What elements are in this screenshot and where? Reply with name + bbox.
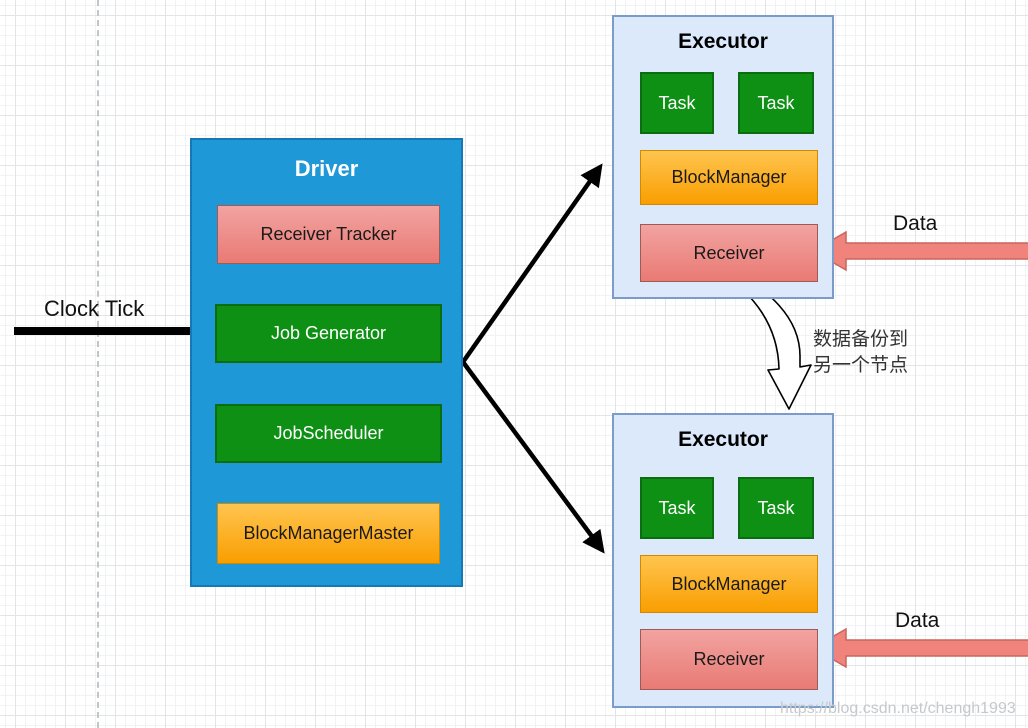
- watermark-url: https://blog.csdn.net/chengh1993: [780, 700, 1016, 717]
- task-label: Task: [658, 497, 696, 518]
- task-label: Task: [757, 497, 795, 518]
- executor-top-box: Executor Task Task BlockManager Receiver: [612, 15, 834, 299]
- job-generator-label: Job Generator: [270, 323, 387, 343]
- executor-top-block-manager-box: BlockManager: [640, 150, 818, 205]
- receiver-tracker-label: Receiver Tracker: [260, 224, 397, 244]
- executor-top-task2-box: Task: [738, 72, 814, 134]
- job-generator-box: Job Generator: [215, 304, 442, 363]
- task-label: Task: [757, 92, 795, 113]
- clock-tick-arrow: [14, 317, 215, 345]
- data-label-bottom: Data: [895, 609, 940, 632]
- backup-annotation-line2: 另一个节点: [813, 354, 909, 376]
- job-scheduler-label: JobScheduler: [273, 423, 384, 443]
- task-label: Task: [658, 92, 696, 113]
- executor-top-receiver-box: Receiver: [640, 224, 818, 282]
- data-label-top: Data: [893, 212, 938, 235]
- clock-tick-label: Clock Tick: [44, 296, 145, 321]
- executor-bottom-task2-box: Task: [738, 477, 814, 539]
- executor-top-task1-box: Task: [640, 72, 714, 134]
- data-arrow-bottom: [811, 627, 1028, 669]
- backup-annotation: 数据备份到 另一个节点: [813, 327, 908, 378]
- backup-annotation-line1: 数据备份到: [813, 329, 909, 350]
- block-manager-label: BlockManager: [671, 167, 787, 187]
- driver-box: Driver Receiver Tracker Job Generator Jo…: [190, 138, 463, 587]
- executor-bottom-block-manager-box: BlockManager: [640, 555, 818, 613]
- block-manager-master-label: BlockManagerMaster: [243, 523, 414, 543]
- data-arrow-top: [811, 230, 1028, 272]
- receiver-label: Receiver: [693, 649, 765, 669]
- driver-title: Driver: [294, 156, 359, 181]
- page-break-dashed-line: [97, 0, 99, 728]
- block-manager-label: BlockManager: [671, 573, 787, 594]
- executor-bottom-box: Executor Task Task BlockManager Receiver: [612, 413, 834, 708]
- driver-to-bottom-executor-arrow: [461, 360, 605, 554]
- receiver-label: Receiver: [693, 242, 765, 263]
- executor-bottom-title: Executor: [678, 428, 768, 451]
- job-scheduler-box: JobScheduler: [215, 404, 442, 463]
- receiver-tracker-box: Receiver Tracker: [217, 205, 440, 264]
- executor-top-title: Executor: [678, 30, 768, 53]
- block-manager-master-box: BlockManagerMaster: [217, 503, 440, 564]
- executor-bottom-task1-box: Task: [640, 477, 714, 539]
- executor-bottom-receiver-box: Receiver: [640, 629, 818, 690]
- driver-to-top-executor-arrow: [461, 163, 603, 364]
